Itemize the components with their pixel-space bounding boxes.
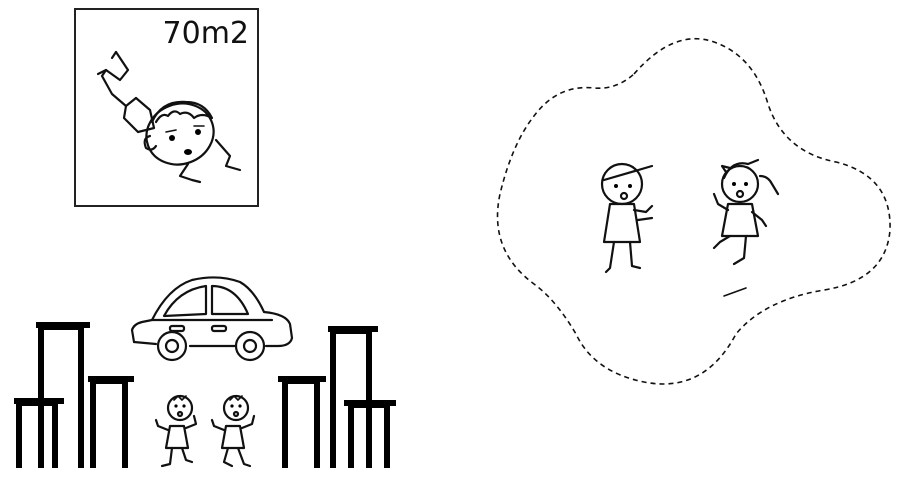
children-street	[152, 386, 272, 476]
falling-child-figure	[76, 10, 261, 209]
area-panel: 70m2	[74, 8, 259, 207]
car-figure	[126, 268, 296, 363]
buildings-right	[274, 318, 404, 478]
buildings-left	[10, 318, 140, 478]
children-blob	[590, 150, 790, 300]
